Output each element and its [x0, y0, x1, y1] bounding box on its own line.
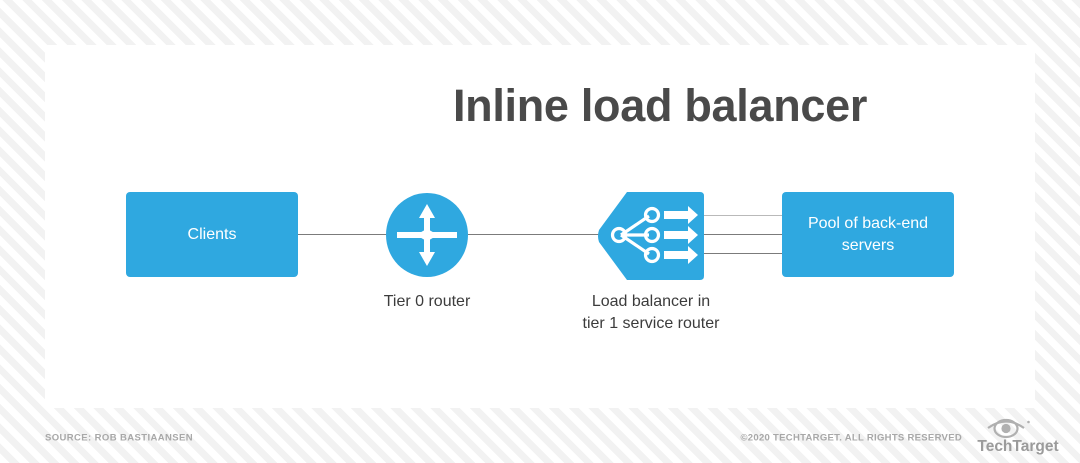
diagram-card: Inline load balancer Clients [45, 45, 1035, 408]
page-title: Inline load balancer [452, 80, 868, 131]
connector-loadbalancer-to-servers-1 [697, 215, 784, 216]
connector-router-to-loadbalancer [468, 234, 601, 235]
diagram-stage: Clients [45, 45, 1035, 408]
footer-source: SOURCE: ROB BASTIAANSEN [45, 432, 194, 444]
footer-copyright: ©2020 TECHTARGET. ALL RIGHTS RESERVED [740, 432, 962, 444]
caption-load-balancer-line1: Load balancer in [591, 293, 711, 310]
techtarget-logo-graphic: TechTarget [977, 418, 1059, 455]
node-backend-servers[interactable]: Pool of back-end servers [782, 192, 954, 277]
load-balancer-icon [598, 192, 704, 280]
node-backend-servers-label: Pool of back-end servers [808, 213, 928, 256]
connector-loadbalancer-to-servers-3 [697, 253, 784, 254]
connector-loadbalancer-to-servers-2 [697, 234, 784, 235]
caption-load-balancer: Load balancer in tier 1 service router [541, 291, 761, 334]
techtarget-wordmark: TechTarget [977, 438, 1058, 455]
techtarget-logo: TechTarget [970, 412, 1066, 456]
node-backend-servers-label-line1: Pool of back-end [807, 214, 929, 232]
node-backend-servers-label-line2: servers [841, 236, 895, 254]
node-clients[interactable]: Clients [126, 192, 298, 277]
caption-load-balancer-line2: tier 1 service router [582, 314, 720, 332]
router-icon [386, 193, 468, 277]
node-load-balancer[interactable] [597, 190, 705, 282]
node-clients-label: Clients [187, 225, 237, 243]
connector-clients-to-router [298, 234, 386, 235]
eye-icon [987, 418, 1030, 439]
caption-tier0-router: Tier 0 router [383, 293, 471, 310]
node-tier0-router[interactable] [385, 193, 469, 277]
